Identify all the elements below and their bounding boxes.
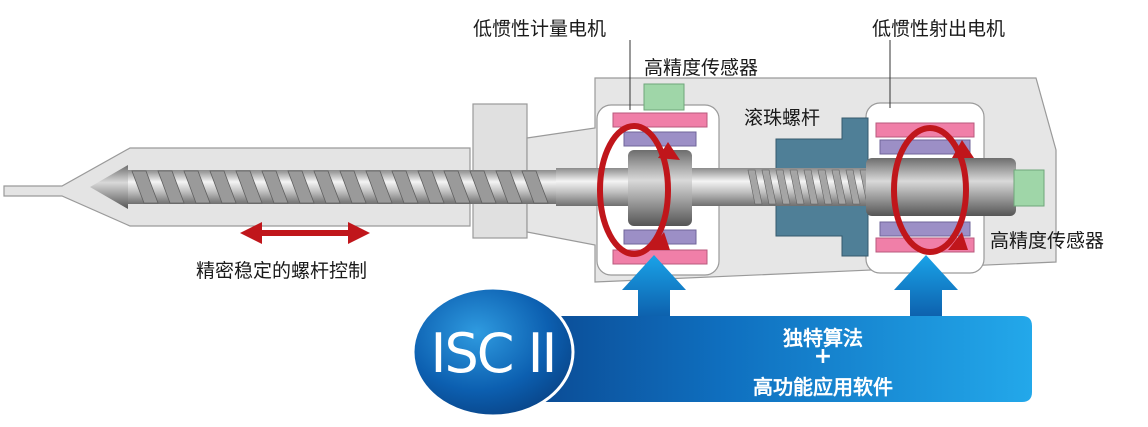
double-arrow-icon [240, 222, 370, 244]
sensor-top [643, 83, 685, 111]
screw-flight [235, 170, 263, 204]
screw-flight [183, 170, 211, 204]
ball-screw-flight [747, 169, 763, 205]
label-injection-motor: 低惯性射出电机 [872, 18, 1006, 40]
up-arrow-icon-2 [894, 255, 958, 322]
ball-screw-flight [775, 169, 791, 205]
isc-logo-text: ISC II [430, 321, 558, 385]
ball-screw-flight [817, 169, 833, 205]
screw-flight [469, 170, 497, 204]
screw-flight [417, 170, 445, 204]
screw-flight [313, 170, 341, 204]
label-screw-control: 精密稳定的螺杆控制 [196, 260, 368, 282]
isc-logo-badge [411, 286, 575, 418]
band-line2: 高功能应用软件 [753, 375, 893, 399]
rotation-arrow-head-metering-2 [650, 232, 670, 250]
screw-flight [157, 170, 185, 204]
ball-screw-flights [747, 169, 889, 205]
rotation-arrow-head-injection-2 [948, 232, 968, 250]
screw-flight [131, 170, 159, 204]
ball-screw-flight [845, 169, 861, 205]
screw-flight [391, 170, 419, 204]
screw-flight [365, 170, 393, 204]
injection-rotor [866, 158, 1016, 216]
ball-screw-flight [761, 169, 777, 205]
screw-flight [287, 170, 315, 204]
label-ball-screw: 滚珠螺杆 [744, 107, 821, 129]
screw-flight [209, 170, 237, 204]
screw-flight [261, 170, 289, 204]
rotation-arrow-icon-2 [891, 125, 969, 255]
ball-screw-flight [831, 169, 847, 205]
metering-rotor [628, 150, 692, 226]
up-arrow-icon [622, 255, 686, 322]
ball-screw-flight [789, 169, 805, 205]
label-metering-motor: 低惯性计量电机 [473, 18, 607, 40]
screw-flight [339, 170, 367, 204]
band-plus: + [813, 344, 833, 369]
ball-screw-flight [803, 169, 819, 205]
screw-flights [131, 170, 549, 204]
rotation-arrow-head-metering [658, 142, 680, 160]
rotation-arrow-head-injection [952, 140, 974, 158]
sensor-right [1013, 169, 1045, 207]
screw-flight [443, 170, 471, 204]
band-line1: 独特算法 [783, 326, 863, 350]
label-sensor-top: 高精度传感器 [644, 57, 759, 79]
screw-tip [90, 165, 128, 209]
screw-flight [495, 170, 523, 204]
rotation-arrow-icon [597, 123, 671, 257]
feature-band [470, 316, 1032, 402]
screw-flight [521, 170, 549, 204]
label-sensor-right: 高精度传感器 [990, 230, 1105, 252]
